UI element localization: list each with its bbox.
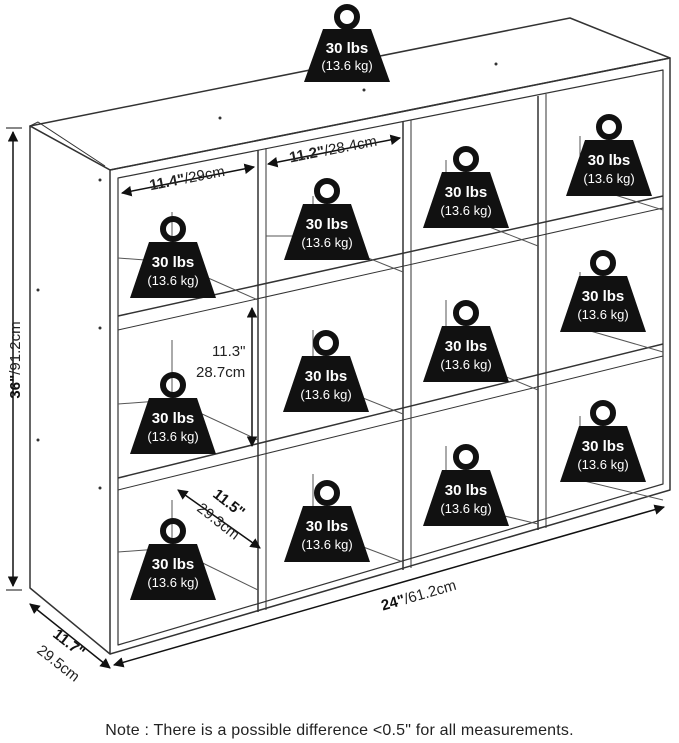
weight-kg: (13.6 kg) <box>577 457 628 472</box>
weight-lbs: 30 lbs <box>445 482 488 499</box>
weight-tag-r2c3: 30 lbs (13.6 kg) <box>423 300 509 382</box>
cubby-height-label-in: 11.3" <box>212 343 245 360</box>
weight-lbs: 30 lbs <box>326 40 369 57</box>
weight-kg: (13.6 kg) <box>301 537 352 552</box>
width-label: 24"/61.2cm <box>379 577 458 615</box>
weight-lbs: 30 lbs <box>306 216 349 233</box>
depth-arrow <box>29 603 111 669</box>
weight-lbs: 30 lbs <box>445 338 488 355</box>
cubby-width1-label: 11.4"/29cm <box>148 163 226 194</box>
cubby-height-label-cm: 28.7cm <box>196 364 245 381</box>
weight-lbs: 30 lbs <box>152 556 195 573</box>
weight-lbs: 30 lbs <box>152 410 195 427</box>
weight-kg: (13.6 kg) <box>147 429 198 444</box>
cubby-depth-arrow <box>177 489 261 549</box>
weight-lbs: 30 lbs <box>445 184 488 201</box>
weight-kg: (13.6 kg) <box>577 307 628 322</box>
height-label: 36"/91.2cm <box>7 321 24 398</box>
weight-tag-top: 30 lbs (13.6 kg) <box>304 4 390 82</box>
weight-kg: (13.6 kg) <box>583 171 634 186</box>
weight-lbs: 30 lbs <box>152 254 195 271</box>
weight-kg: (13.6 kg) <box>440 501 491 516</box>
weight-tag-r1c1: 30 lbs (13.6 kg) <box>130 216 216 298</box>
weight-kg: (13.6 kg) <box>440 203 491 218</box>
weight-kg: (13.6 kg) <box>147 575 198 590</box>
weight-lbs: 30 lbs <box>582 288 625 305</box>
weight-tag-r1c3: 30 lbs (13.6 kg) <box>423 146 509 228</box>
weight-tag-r2c4: 30 lbs (13.6 kg) <box>560 250 646 332</box>
weight-kg: (13.6 kg) <box>147 273 198 288</box>
weight-tag-r3c2: 30 lbs (13.6 kg) <box>284 480 370 562</box>
weight-lbs: 30 lbs <box>306 518 349 535</box>
cubby-width2-arrow <box>266 134 402 168</box>
weight-tag-r1c2: 30 lbs (13.6 kg) <box>284 178 370 260</box>
weight-tag-r1c4: 30 lbs (13.6 kg) <box>566 114 652 196</box>
dimension-lines <box>6 127 666 669</box>
weight-tag-r3c3: 30 lbs (13.6 kg) <box>423 444 509 526</box>
weight-lbs: 30 lbs <box>582 438 625 455</box>
weight-tag-r2c2: 30 lbs (13.6 kg) <box>283 330 369 412</box>
cubby-width1-arrow <box>120 163 256 197</box>
cubby-width2-label: 11.2"/28.4cm <box>288 133 378 167</box>
weight-tags: 30 lbs (13.6 kg) 30 lbs (13.6 kg) 30 lbs… <box>130 4 652 600</box>
weight-lbs: 30 lbs <box>305 368 348 385</box>
measurement-note: Note : There is a possible difference <0… <box>105 722 574 739</box>
weight-kg: (13.6 kg) <box>301 235 352 250</box>
weight-lbs: 30 lbs <box>588 152 631 169</box>
width-arrow <box>112 504 666 668</box>
weight-kg: (13.6 kg) <box>321 58 372 73</box>
weight-kg: (13.6 kg) <box>440 357 491 372</box>
weight-tag-r2c1: 30 lbs (13.6 kg) <box>130 372 216 454</box>
weight-kg: (13.6 kg) <box>300 387 351 402</box>
weight-tag-r3c1: 30 lbs (13.6 kg) <box>130 518 216 600</box>
weight-tag-r3c4: 30 lbs (13.6 kg) <box>560 400 646 482</box>
